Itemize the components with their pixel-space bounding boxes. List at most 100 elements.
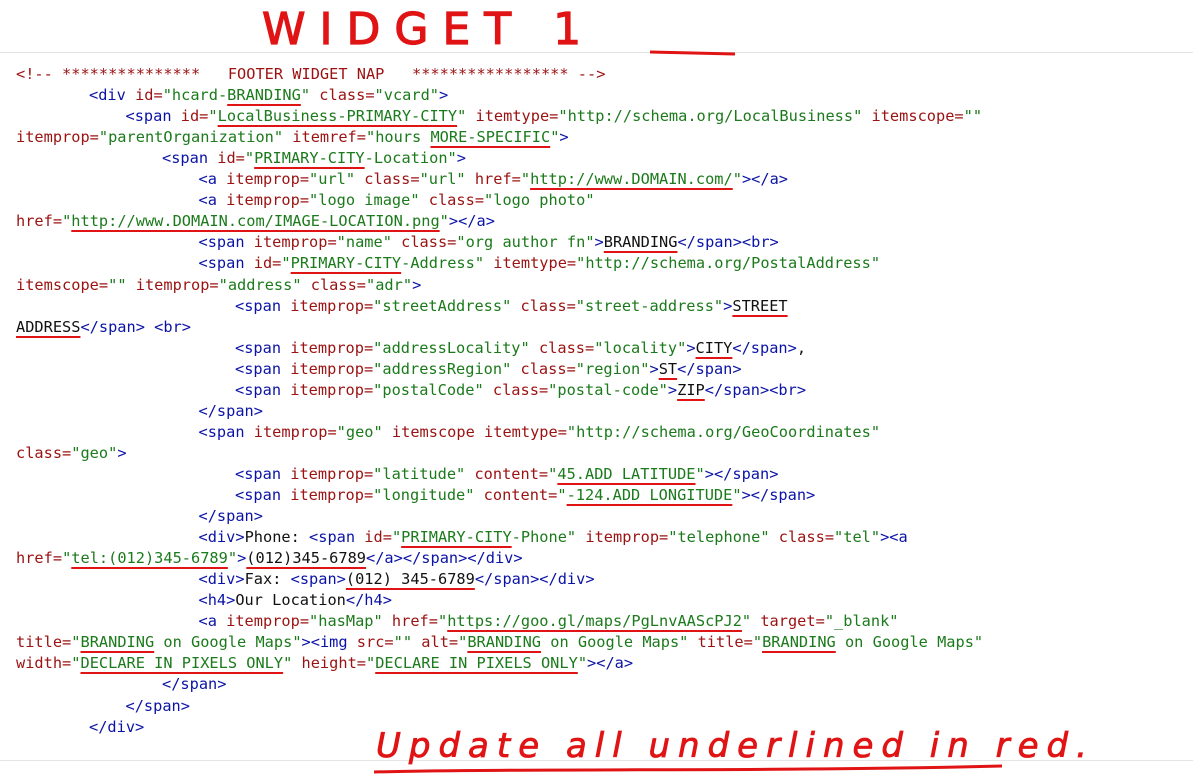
code-line: <span itemprop="addressLocality" class="… — [235, 338, 806, 358]
code-token: "hcard- — [162, 86, 228, 105]
code-token: itemtype= — [493, 254, 577, 273]
underlined-placeholder: BRANDING — [227, 86, 301, 105]
code-line: <div id="hcard-BRANDING" class="vcard"> — [89, 85, 448, 105]
code-token: > — [667, 380, 678, 399]
code-token: > — [237, 549, 247, 568]
code-token: class= — [520, 359, 576, 378]
code-token: ></span> — [704, 464, 779, 483]
underlined-placeholder: PRIMARY-CITY — [290, 254, 402, 273]
code-token: class= — [492, 380, 549, 399]
code-token: Fax: — [244, 570, 291, 589]
code-token: <!-- *************** FOOTER WIDGET NAP *… — [16, 65, 606, 83]
code-token: <span — [198, 233, 254, 252]
code-line: itemprop="parentOrganization" itemref="h… — [16, 127, 569, 147]
code-token: "" — [108, 275, 136, 294]
code-token: " — [62, 212, 72, 231]
code-token: id= — [135, 86, 163, 105]
code-token: " — [283, 654, 302, 673]
code-line: <a itemprop="logo image" class="logo pho… — [199, 190, 595, 210]
code-line: title="BRANDING on Google Maps"><img src… — [16, 632, 983, 652]
code-token: "parentOrganization" — [98, 128, 293, 147]
code-line: itemscope="" itemprop="address" class="a… — [16, 275, 421, 295]
code-token: href= — [391, 612, 438, 631]
code-line: <span id="LocalBusiness-PRIMARY-CITY" it… — [126, 106, 983, 126]
code-token: ></a> — [448, 212, 495, 231]
code-token: <span — [235, 359, 291, 378]
code-token: " — [458, 633, 468, 652]
code-token: " — [548, 464, 558, 483]
code-token: itemprop= — [290, 338, 374, 357]
code-token: " — [227, 549, 238, 568]
code-token: "hasMap" — [309, 612, 392, 631]
bottom-divider — [0, 760, 1193, 761]
code-line: </span> — [199, 401, 263, 421]
code-token: </span> — [732, 338, 797, 357]
underlined-placeholder: PRIMARY-CITY — [254, 149, 365, 168]
code-token: alt= — [421, 633, 459, 652]
code-line: href="tel:(012)345-6789">(012)345-6789</… — [16, 548, 523, 568]
code-token: itemprop= — [16, 128, 99, 147]
code-token: "geo" — [71, 443, 118, 462]
code-token: "logo image" — [309, 191, 429, 210]
code-token: > — [649, 359, 659, 378]
code-token: "url" — [419, 170, 475, 189]
code-token: itemprop= — [226, 170, 310, 189]
code-token: itemtype= — [484, 422, 567, 441]
code-token: id= — [364, 528, 392, 547]
code-token: > — [559, 128, 569, 147]
code-line: <div>Fax: <span>(012) 345-6789</span></d… — [199, 569, 595, 589]
code-line: <span itemprop="postalCode" class="posta… — [235, 380, 806, 400]
code-token: -Location" — [364, 149, 457, 168]
code-token: " — [695, 464, 705, 483]
code-token: itemtype= — [475, 107, 559, 126]
underlined-placeholder: BRANDING — [603, 233, 678, 252]
code-line: </div> — [89, 717, 144, 737]
code-token: ><a — [880, 528, 908, 547]
code-token: href= — [16, 212, 63, 231]
code-line: <a itemprop="url" class="url" href="http… — [199, 169, 789, 189]
code-token: class= — [401, 233, 457, 252]
code-token: class= — [520, 296, 576, 315]
code-token: " — [732, 486, 742, 504]
code-token: " — [439, 212, 449, 231]
code-line: <span id="PRIMARY-CITY-Location"> — [162, 148, 466, 168]
code-token: content= — [474, 464, 549, 483]
code-token: "http://schema.org/GeoCoordinates" — [566, 422, 881, 441]
code-token: <span — [235, 486, 291, 504]
code-token: itemprop= — [226, 612, 310, 631]
underlined-placeholder: -124.ADD LONGITUDE — [566, 486, 733, 504]
code-token: " — [437, 612, 448, 631]
code-token: " — [752, 633, 763, 652]
code-token: <span — [125, 107, 181, 126]
underlined-placeholder: http://www.DOMAIN.com/IMAGE-LOCATION.png — [71, 212, 440, 231]
code-token: <div — [89, 86, 136, 105]
code-token: itemref= — [292, 128, 366, 147]
code-token: "tel" — [834, 528, 881, 547]
code-token: height= — [301, 654, 366, 673]
code-token: <span — [198, 254, 254, 273]
code-line: </span> — [126, 696, 190, 716]
code-token: ></span> — [741, 486, 816, 504]
code-token: </span> — [125, 696, 190, 715]
code-line: <h4>Our Location</h4> — [199, 590, 392, 610]
code-token: "telephone" — [668, 528, 779, 547]
code-token: <span — [198, 422, 254, 441]
code-token: "postalCode" — [373, 380, 493, 399]
underlined-placeholder: http://www.DOMAIN.com/ — [530, 170, 733, 189]
code-token: " — [550, 128, 560, 147]
code-token: href= — [16, 549, 63, 568]
code-token: " — [520, 170, 531, 189]
code-token: "" — [963, 107, 983, 126]
code-token: "logo photo" — [484, 191, 595, 210]
code-token: </span> <br> — [80, 317, 191, 336]
code-token: </span><br> — [704, 380, 807, 399]
code-token: <span — [162, 149, 218, 168]
code-token: > — [723, 296, 733, 315]
code-token: " — [208, 107, 218, 126]
underlined-placeholder: BRANDING — [80, 633, 155, 652]
code-line: </span> — [199, 506, 263, 526]
code-token: "addressRegion" — [373, 359, 521, 378]
code-token: target= — [760, 612, 825, 631]
underlined-placeholder: (012)345-6789 — [246, 549, 367, 568]
code-token: "url" — [309, 170, 365, 189]
